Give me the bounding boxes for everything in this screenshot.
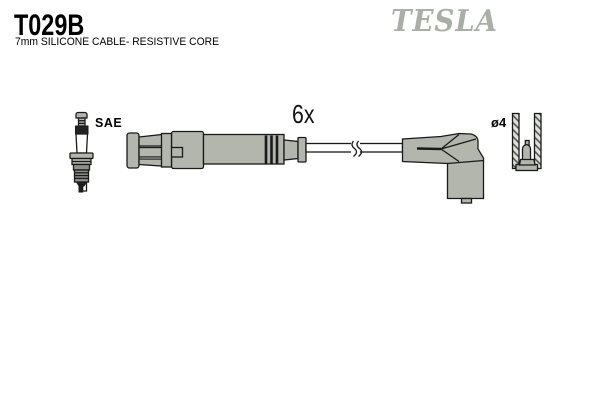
spark-plug-illustration: [69, 111, 94, 193]
cable-plug-end: [126, 130, 205, 170]
terminal-pin: [518, 139, 536, 166]
diameter-label: ø4: [491, 115, 507, 130]
sae-label: SAE: [95, 116, 123, 130]
cable-wire: [305, 140, 404, 158]
part-number: T029B: [14, 9, 85, 42]
cable-angled-boot: [401, 132, 485, 204]
connector-cross-section: [511, 112, 542, 172]
product-subtitle: 7mm SILICONE CABLE- RESISTIVE CORE: [15, 36, 219, 48]
cable-shaft: [202, 133, 307, 165]
brand-logo: TESLA: [391, 4, 498, 39]
quantity-label: 6x: [292, 99, 315, 129]
ignition-cable-illustration: [126, 130, 485, 204]
